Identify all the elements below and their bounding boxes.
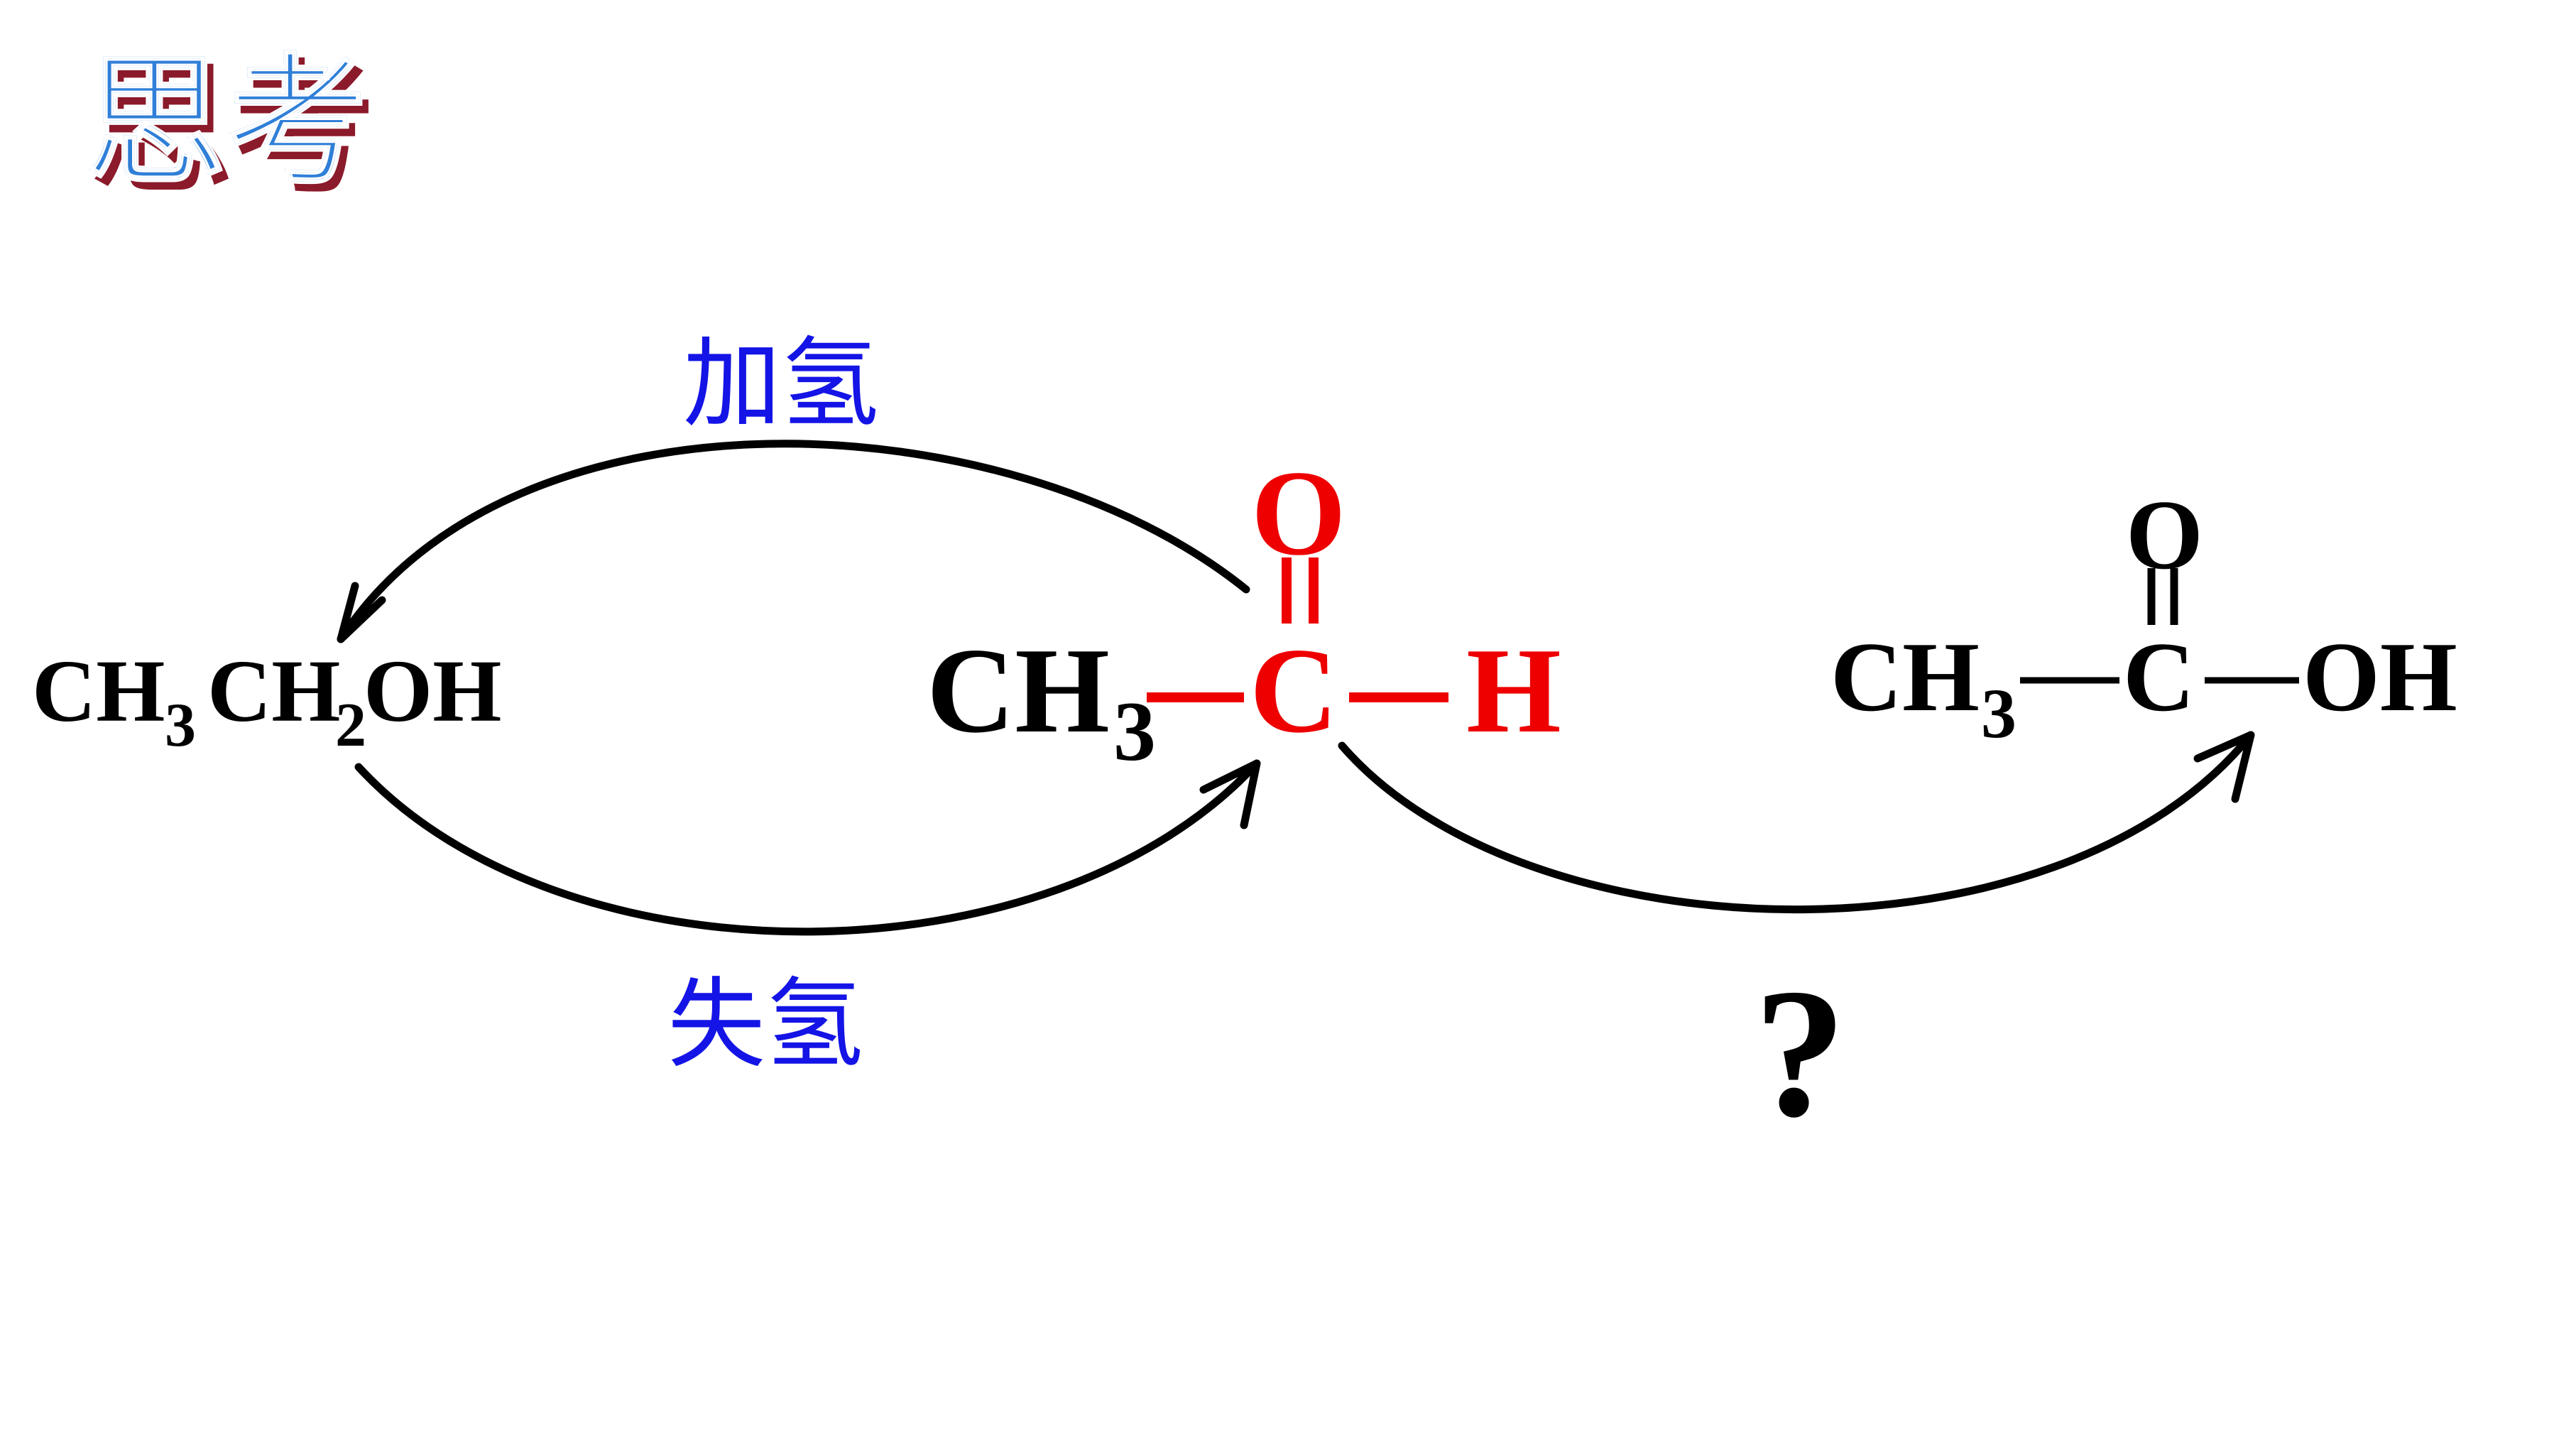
page-title-text: 思考 — [84, 39, 368, 205]
ethanol-formula: CH 3 CH 2 OH — [32, 643, 501, 760]
acetic-acid-formula: CH 3 C OH O — [1830, 480, 2457, 753]
acetic-oxygen: O — [2126, 480, 2203, 590]
acetaldehyde-oxygen: O — [1251, 446, 1346, 581]
acetaldehyde-formula: CH 3 C H O — [927, 446, 1561, 778]
page-title-shadow: 思考 — [91, 48, 375, 213]
acetaldehyde-carbon: C — [1250, 624, 1338, 758]
oxidation-arrowhead — [2193, 731, 2255, 803]
acetic-ch: CH — [1830, 622, 1980, 732]
acetaldehyde-ch: CH — [927, 624, 1110, 758]
acetic-carbon: C — [2123, 622, 2195, 732]
ethanol-sub-3: 3 — [165, 691, 196, 760]
hydrogenation-arrowhead — [337, 582, 386, 643]
hydrogenation-label: 加氢 — [683, 327, 879, 441]
ethanol-ch-2: CH — [207, 643, 341, 741]
dehydrogenation-arrow — [354, 759, 1261, 936]
dehydrogenation-label: 失氢 — [667, 967, 863, 1082]
ethanol-ch-1: CH — [32, 643, 165, 741]
question-mark: ? — [1754, 951, 1846, 1155]
page-title: 思考 思考 — [83, 38, 376, 214]
ethanol-sub-2: 2 — [335, 691, 366, 760]
ethanol-oh: OH — [364, 643, 501, 741]
dehydrogenation-arrowhead — [1199, 759, 1261, 829]
acetaldehyde-hydrogen: H — [1466, 624, 1561, 758]
acetic-oh: OH — [2303, 622, 2457, 732]
hydrogenation-arrow — [337, 440, 1250, 643]
oxidation-arrow — [1338, 731, 2255, 914]
acetic-sub-3: 3 — [1981, 674, 2016, 753]
